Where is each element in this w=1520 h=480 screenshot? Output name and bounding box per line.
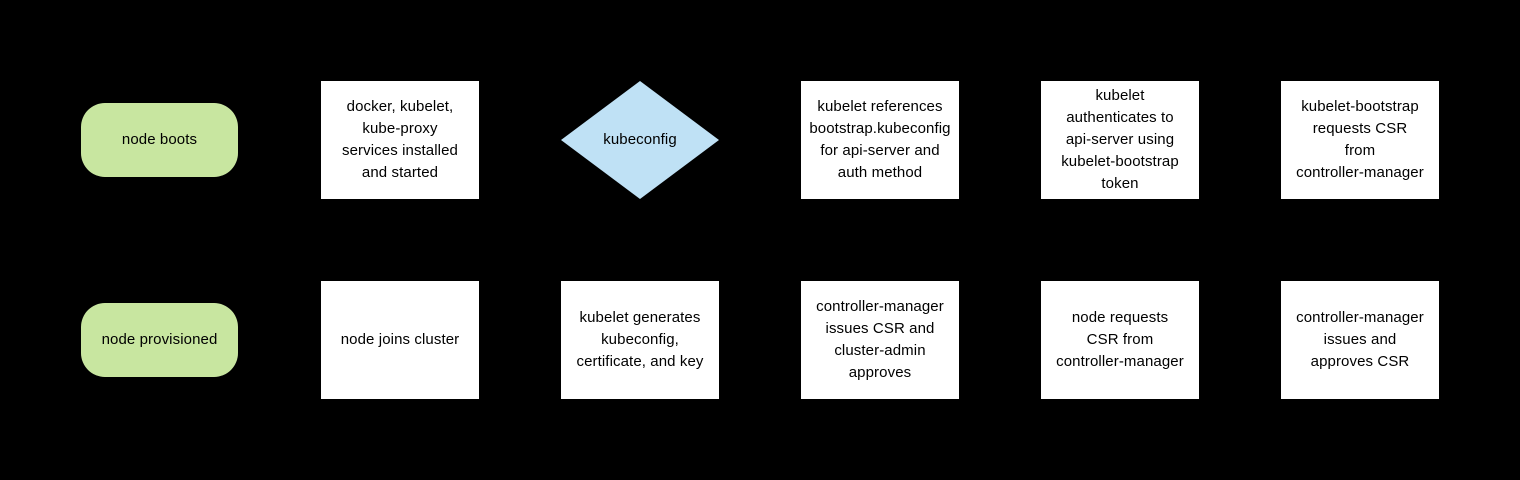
flow-node-label: docker, kubelet, kube-proxy services ins… (341, 98, 458, 181)
flow-node-cm-issues-csr[interactable]: controller-manager issues CSR and cluste… (801, 281, 959, 399)
flow-node-label: node joins cluster (340, 331, 460, 348)
flow-node-label: node requests CSR from controller-manage… (1056, 309, 1184, 370)
flow-node-kubelet-generates-kubeconfig[interactable]: kubelet generates kubeconfig, certificat… (561, 281, 719, 399)
flow-node-label: kubelet references bootstrap.kubeconfig … (809, 98, 951, 181)
flow-node-node-boots[interactable]: node boots (81, 103, 238, 177)
flow-node-label: node boots (121, 131, 198, 148)
flow-node-label: controller-manager issues and approves C… (1296, 309, 1424, 370)
flow-node-kubeconfig-decision[interactable]: kubeconfig (561, 81, 719, 199)
flow-node-kubelet-references-bootstrap[interactable]: kubelet references bootstrap.kubeconfig … (801, 81, 959, 199)
flow-node-label: controller-manager issues CSR and cluste… (816, 298, 944, 381)
flow-node-label: kubeconfig (603, 131, 677, 148)
flow-node-node-requests-csr[interactable]: node requests CSR from controller-manage… (1041, 281, 1199, 399)
flow-node-cm-issues-approves-csr[interactable]: controller-manager issues and approves C… (1281, 281, 1439, 399)
flow-node-label: kubelet generates kubeconfig, certificat… (576, 309, 704, 370)
flow-node-kubelet-authenticates[interactable]: kubelet authenticates to api-server usin… (1041, 81, 1199, 199)
flow-node-label: node provisioned (101, 331, 218, 348)
flow-node-node-provisioned[interactable]: node provisioned (81, 303, 238, 377)
flow-node-node-joins-cluster[interactable]: node joins cluster (321, 281, 479, 399)
flow-node-bootstrap-requests-csr[interactable]: kubelet-bootstrap requests CSR from cont… (1281, 81, 1439, 199)
flow-node-label: kubelet authenticates to api-server usin… (1061, 87, 1179, 192)
flow-node-services-installed[interactable]: docker, kubelet, kube-proxy services ins… (321, 81, 479, 199)
flow-node-label: kubelet-bootstrap requests CSR from cont… (1296, 98, 1424, 181)
